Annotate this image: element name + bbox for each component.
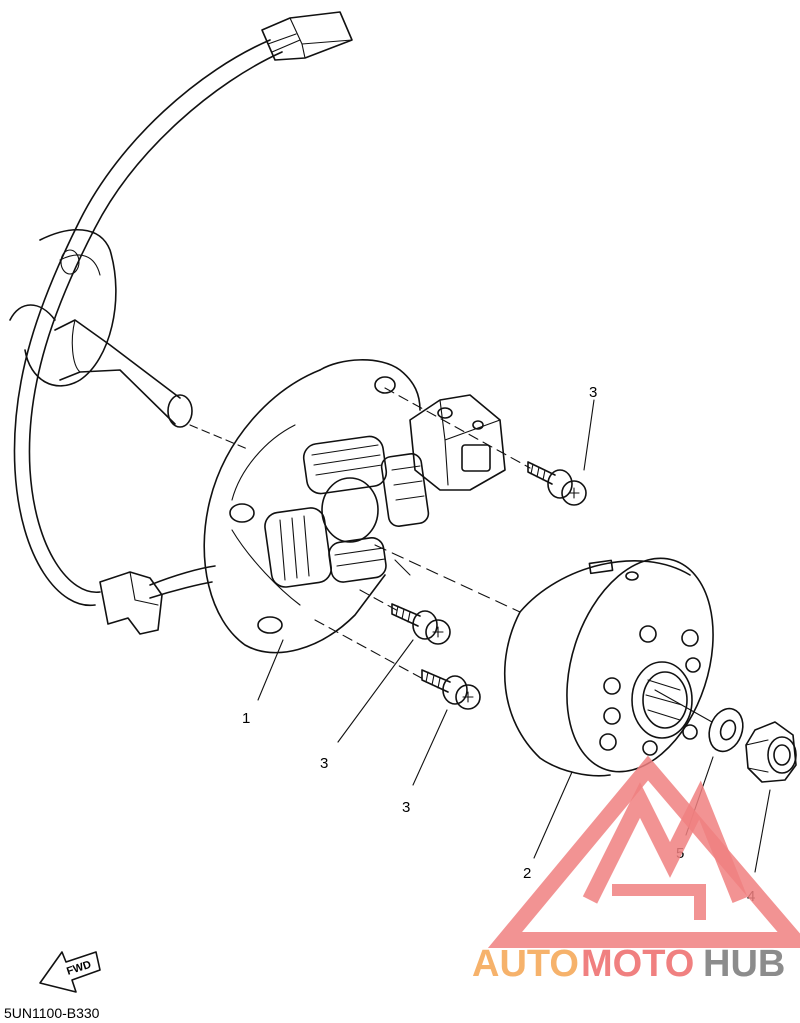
bolt-axis-mid (359, 589, 401, 613)
callout-3-mid: 3 (320, 755, 328, 772)
fwd-arrow: FWD (39, 951, 101, 993)
center-axis (374, 544, 521, 613)
watermark-moto: MOTO (581, 943, 694, 985)
leader-4 (754, 789, 771, 873)
automotohub-logo: AUTO MOTO HUB (472, 755, 800, 985)
wire-harness (13, 11, 353, 635)
crankcase-outline (9, 229, 251, 451)
leader-3b (412, 709, 448, 786)
crankshaft (54, 319, 193, 428)
screw-mid (391, 603, 451, 645)
bolt-axis-low (314, 619, 426, 681)
flange-nut (745, 721, 797, 783)
rotor-axis (654, 689, 713, 723)
mount-slot-left (229, 503, 255, 523)
washer (708, 707, 744, 753)
wire-grommet (99, 565, 216, 635)
watermark-hub: HUB (703, 943, 785, 985)
bolt-axis-top (384, 387, 531, 469)
wire-connector (261, 11, 353, 61)
leader-3c (583, 399, 595, 471)
stator-assembly (203, 359, 506, 654)
stator-coils (264, 435, 430, 588)
diagram-code: 5UN1100-B330 (4, 1005, 100, 1021)
screw-top (527, 461, 587, 506)
leader-2 (533, 771, 573, 859)
watermark-auto: AUTO (472, 943, 579, 985)
mount-slot-top (374, 376, 396, 394)
callout-3-low: 3 (402, 799, 410, 816)
callout-1: 1 (242, 710, 250, 727)
screw-low (421, 669, 481, 710)
rotor-flywheel (503, 557, 714, 777)
callout-3-top: 3 (589, 384, 597, 401)
leader-1 (257, 639, 284, 701)
stator-core-hole (321, 477, 379, 543)
pickup-coil (409, 394, 506, 491)
mount-slot-bottom (257, 616, 283, 634)
leader-3a (337, 639, 414, 743)
callout-2: 2 (523, 865, 531, 882)
